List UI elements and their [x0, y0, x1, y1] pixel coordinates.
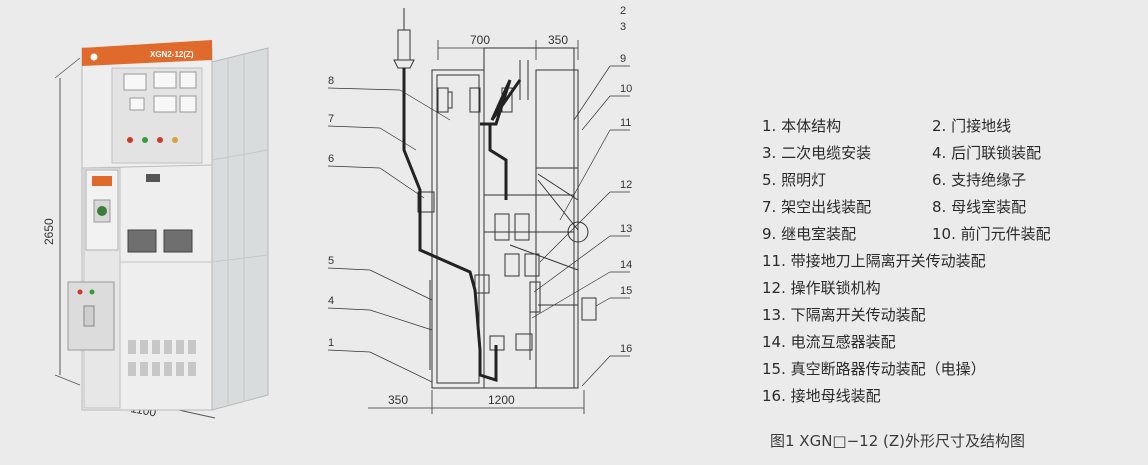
viewing-window: [127, 229, 157, 253]
legend-item-15: 15. 真空断路器传动装配（电操）: [762, 360, 986, 378]
dim-bottom-right: 1200: [488, 393, 515, 407]
legend-item-1: 1. 本体结构: [762, 117, 842, 135]
legend-item-16: 16. 接地母线装配: [762, 387, 881, 405]
callout-13: 13: [620, 223, 632, 235]
dim-height-label: 2650: [42, 218, 56, 245]
callout-4: 4: [328, 295, 334, 307]
callout-11: 11: [620, 117, 631, 129]
callout-10: 10: [620, 83, 632, 95]
cabinet-illustration: 2650 1100 XGN2-12(Z): [42, 40, 269, 419]
meter-window: [179, 95, 197, 113]
callout-9: 9: [620, 53, 626, 65]
legend-item-4: 4. 后门联锁装配: [932, 144, 1042, 162]
brand-logo: [90, 53, 98, 61]
legend-item-12: 12. 操作联锁机构: [762, 279, 881, 297]
meter-window: [153, 95, 177, 113]
callout-8: 8: [328, 75, 334, 87]
callout-5: 5: [328, 255, 334, 267]
legend-item-2: 2. 门接地线: [932, 117, 1012, 135]
callout-1: 1: [328, 337, 334, 349]
dim-top-left: 700: [470, 33, 490, 47]
dim-bottom-left: 350: [388, 393, 408, 407]
meter-window: [153, 71, 177, 89]
callout-2: 2: [620, 5, 626, 17]
legend-item-11: 11. 带接地刀上隔离开关传动装配: [762, 252, 986, 270]
dim-top-right: 350: [548, 33, 568, 47]
meter-window: [179, 71, 197, 89]
callout-14: 14: [620, 259, 632, 271]
callout-7: 7: [328, 113, 334, 125]
callout-16: 16: [620, 343, 632, 355]
meter-window: [129, 97, 145, 111]
callout-12: 12: [620, 179, 632, 191]
indicator-lights: [127, 137, 178, 143]
legend-item-5: 5. 照明灯: [762, 171, 827, 189]
meter-window: [123, 73, 147, 91]
legend-item-3: 3. 二次电缆安装: [762, 144, 872, 162]
viewing-window: [163, 229, 193, 253]
callout-3: 3: [620, 21, 626, 33]
legend-item-13: 13. 下隔离开关传动装配: [762, 306, 926, 324]
legend-item-8: 8. 母线室装配: [932, 198, 1027, 216]
callout-15: 15: [620, 285, 632, 297]
legend-item-7: 7. 架空出线装配: [762, 198, 872, 216]
callout-6: 6: [328, 153, 334, 165]
legend-item-6: 6. 支持绝缘子: [932, 171, 1027, 189]
cabinet-model-label: XGN2-12(Z): [150, 50, 194, 59]
legend-item-10: 10. 前门元件装配: [932, 225, 1051, 243]
figure-caption: 图1 XGN□−12 (Z)外形尺寸及结构图: [770, 432, 1026, 450]
structure-drawing: 700 350 350 1200 8 7 6 5 4 1 9 10 11: [327, 5, 632, 414]
legend-item-14: 14. 电流互感器装配: [762, 333, 896, 351]
legend-item-9: 9. 继电室装配: [762, 225, 857, 243]
vent-slots: [128, 340, 196, 376]
